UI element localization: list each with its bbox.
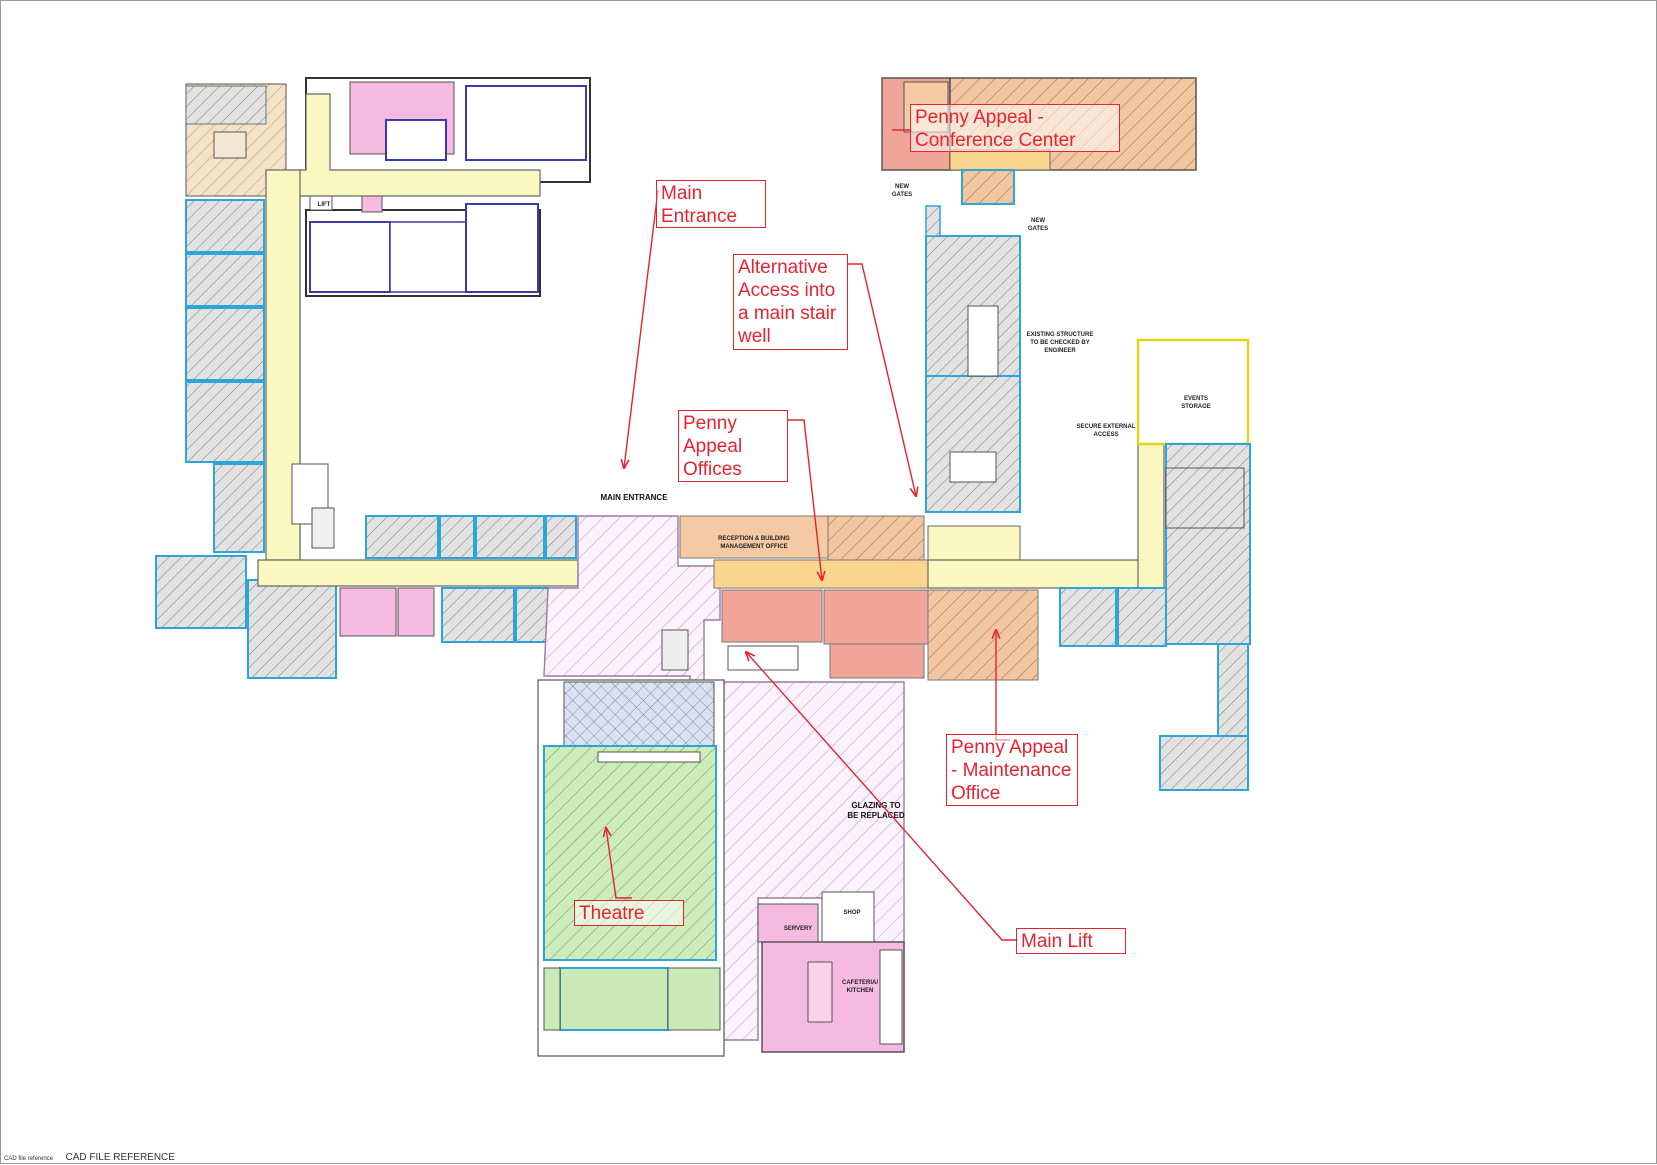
existing-structure-line-2: TO BE CHECKED BY bbox=[1030, 340, 1090, 346]
glazing-line-2: BE REPLACED bbox=[847, 811, 905, 820]
north-west-wing bbox=[155, 77, 591, 679]
cafeteria-line-1: CAFETERIA/ bbox=[842, 980, 878, 986]
glazing-line-1: GLAZING TO bbox=[851, 801, 900, 810]
main-lift-callout: Main Lift bbox=[1016, 928, 1126, 954]
shop-plan-label: SHOP bbox=[843, 910, 860, 916]
main-entrance-plan-label: MAIN ENTRANCE bbox=[600, 493, 668, 502]
main-lift-leader bbox=[746, 652, 1018, 941]
cafeteria-line-2: KITCHEN bbox=[847, 988, 874, 994]
new-gates-1-line-1: NEW bbox=[895, 184, 909, 190]
central-block bbox=[543, 515, 1039, 1053]
alternative-access-leader bbox=[848, 263, 916, 496]
east-wing bbox=[881, 77, 1251, 791]
maintenance-office-callout: Penny Appeal - Maintenance Office bbox=[946, 734, 1078, 806]
footer-small-reference: CAD file reference bbox=[4, 1156, 54, 1162]
callout-leaders bbox=[606, 129, 1018, 941]
theatre-block bbox=[537, 679, 725, 1057]
reception-plan-label-1: RECEPTION & BUILDING bbox=[718, 536, 790, 542]
penny-offices-leader bbox=[788, 419, 822, 580]
theatre-leader bbox=[606, 828, 632, 899]
existing-structure-line-1: EXISTING STRUCTURE bbox=[1027, 332, 1094, 338]
lift-plan-label: LIFT bbox=[318, 202, 331, 208]
new-gates-2-line-2: GATES bbox=[1028, 226, 1048, 232]
plan-labels: MAIN ENTRANCE LIFT RECEPTION & BUILDING … bbox=[318, 184, 1211, 994]
alternative-access-callout: Alternative Access into a main stair wel… bbox=[733, 254, 848, 350]
new-gates-1-line-2: GATES bbox=[892, 192, 912, 198]
secure-access-line-2: ACCESS bbox=[1093, 432, 1118, 438]
main-entrance-leader bbox=[624, 189, 659, 468]
new-gates-2-line-1: NEW bbox=[1031, 218, 1045, 224]
theatre-callout: Theatre bbox=[574, 900, 684, 926]
secure-access-line-1: SECURE EXTERNAL bbox=[1076, 424, 1135, 430]
main-entrance-callout: Main Entrance bbox=[656, 180, 766, 228]
penny-offices-callout: Penny Appeal Offices bbox=[678, 410, 788, 482]
existing-structure-line-3: ENGINEER bbox=[1044, 348, 1076, 354]
footer-cad-reference: CAD FILE REFERENCE bbox=[65, 1152, 175, 1163]
conference-center-callout: Penny Appeal - Conference Center bbox=[910, 104, 1120, 152]
servery-plan-label: SERVERY bbox=[784, 926, 812, 932]
events-storage-line-1: EVENTS bbox=[1184, 396, 1208, 402]
footer: CAD file reference CAD FILE REFERENCE bbox=[4, 1147, 175, 1165]
reception-plan-label-2: MANAGEMENT OFFICE bbox=[720, 544, 787, 550]
events-storage-line-2: STORAGE bbox=[1181, 404, 1211, 410]
